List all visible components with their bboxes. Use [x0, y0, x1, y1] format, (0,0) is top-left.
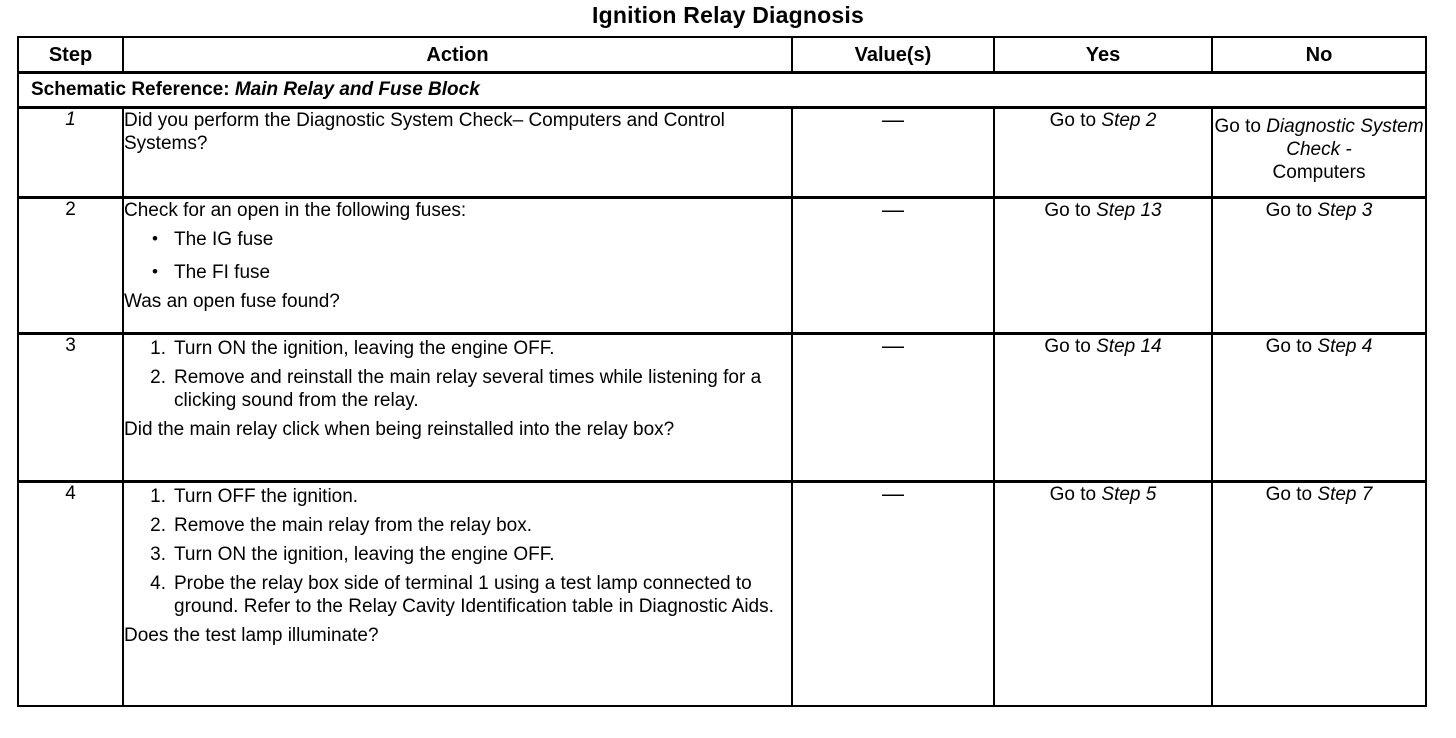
diagnostic-table: Step Action Value(s) Yes No Schematic Re… — [17, 36, 1427, 707]
action-cell: Turn ON the ignition, leaving the engine… — [122, 332, 793, 483]
no-target: Diagnostic System Check - — [1266, 116, 1424, 160]
yes-target: Step 14 — [1096, 336, 1162, 357]
action-numbered-list: Turn ON the ignition, leaving the engine… — [124, 337, 791, 412]
list-item: Remove the main relay from the relay box… — [144, 514, 532, 537]
list-item: Probe the relay box side of terminal 1 u… — [144, 572, 774, 617]
value-cell: — — [791, 332, 995, 483]
yes-cell: Go to Step 14 — [993, 332, 1213, 483]
no-target: Step 3 — [1317, 200, 1373, 221]
no-target: Step 7 — [1317, 484, 1373, 505]
list-item: The IG fuse — [152, 227, 791, 251]
column-header-step: Step — [17, 36, 124, 74]
schematic-reference-cell: Schematic Reference: Main Relay and Fuse… — [17, 71, 1427, 109]
no-cell: Go to Diagnostic System Check -Computers — [1211, 106, 1427, 199]
column-header-yes: Yes — [993, 36, 1213, 74]
table-row: 2 Check for an open in the following fus… — [17, 196, 1427, 335]
action-question-text: Was an open fuse found? — [124, 291, 340, 312]
yes-target: Step 5 — [1101, 484, 1157, 505]
step-number: 4 — [17, 480, 124, 707]
yes-cell: Go to Step 13 — [993, 196, 1213, 335]
column-header-value: Value(s) — [791, 36, 995, 74]
value-cell: — — [791, 106, 995, 199]
value-dash: — — [882, 107, 904, 132]
table-row: 1 Did you perform the Diagnostic System … — [17, 106, 1427, 199]
value-dash: — — [882, 197, 904, 222]
yes-cell: Go to Step 2 — [993, 106, 1213, 199]
no-cell: Go to Step 7 — [1211, 480, 1427, 707]
column-header-action: Action — [122, 36, 793, 74]
value-dash: — — [882, 481, 904, 506]
list-item: Remove and reinstall the main relay seve… — [144, 366, 762, 411]
list-item: Turn OFF the ignition. — [144, 485, 359, 508]
list-item: Turn ON the ignition, leaving the engine… — [144, 543, 555, 566]
schematic-reference-label: Schematic Reference: — [31, 79, 230, 100]
yes-prefix: Go to — [1044, 336, 1097, 357]
table-header-row: Step Action Value(s) Yes No — [17, 36, 1427, 74]
step-number: 1 — [17, 106, 124, 199]
action-numbered-list: Turn OFF the ignition. Remove the main r… — [124, 485, 791, 618]
schematic-reference-row: Schematic Reference: Main Relay and Fuse… — [17, 71, 1427, 109]
no-suffix: Computers — [1272, 162, 1366, 183]
action-question-text: Does the test lamp illuminate? — [124, 625, 379, 646]
action-bullet-list: The IG fuse The FI fuse — [124, 227, 791, 284]
action-question-text: Did the main relay click when being rein… — [124, 419, 675, 440]
step-number: 2 — [17, 196, 124, 335]
no-prefix: Go to — [1214, 116, 1267, 137]
list-item: The FI fuse — [152, 260, 791, 284]
page-title: Ignition Relay Diagnosis — [592, 2, 864, 28]
action-cell: Check for an open in the following fuses… — [122, 196, 793, 335]
no-target: Step 4 — [1317, 336, 1373, 357]
yes-prefix: Go to — [1044, 200, 1097, 221]
no-prefix: Go to — [1265, 336, 1318, 357]
yes-target: Step 13 — [1096, 200, 1162, 221]
no-prefix: Go to — [1265, 200, 1318, 221]
schematic-reference-value: Main Relay and Fuse Block — [234, 79, 480, 100]
action-cell: Did you perform the Diagnostic System Ch… — [122, 106, 793, 199]
yes-target: Step 2 — [1101, 110, 1157, 131]
step-number: 3 — [17, 332, 124, 483]
yes-prefix: Go to — [1049, 110, 1102, 131]
action-cell: Turn OFF the ignition. Remove the main r… — [122, 480, 793, 707]
value-cell: — — [791, 480, 995, 707]
yes-cell: Go to Step 5 — [993, 480, 1213, 707]
column-header-no: No — [1211, 36, 1427, 74]
no-cell: Go to Step 4 — [1211, 332, 1427, 483]
table-row: 3 Turn ON the ignition, leaving the engi… — [17, 332, 1427, 483]
list-item: Turn ON the ignition, leaving the engine… — [144, 337, 555, 360]
table-row: 4 Turn OFF the ignition. Remove the main… — [17, 480, 1427, 707]
no-cell: Go to Step 3 — [1211, 196, 1427, 335]
value-dash: — — [882, 333, 904, 358]
yes-prefix: Go to — [1049, 484, 1102, 505]
action-lead-text: Check for an open in the following fuses… — [124, 200, 467, 221]
value-cell: — — [791, 196, 995, 335]
action-lead-text: Did you perform the Diagnostic System Ch… — [124, 110, 725, 154]
no-prefix: Go to — [1265, 484, 1318, 505]
